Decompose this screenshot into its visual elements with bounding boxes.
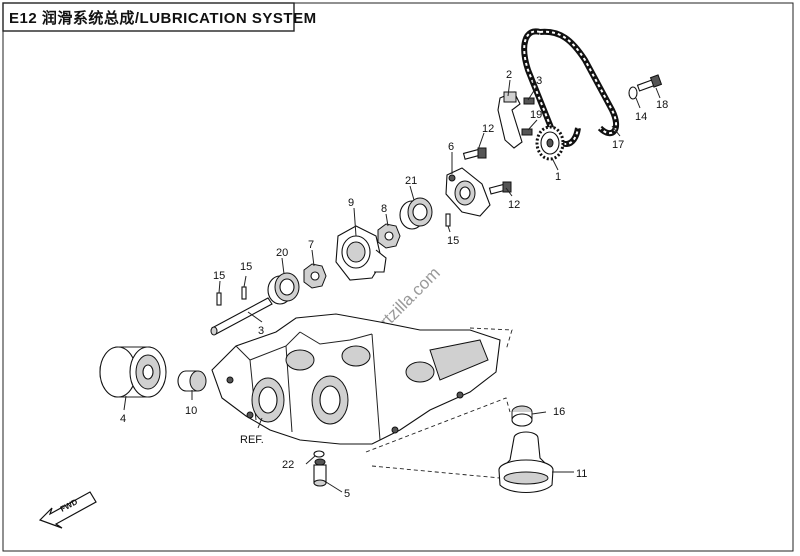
page-border bbox=[2, 2, 794, 552]
part-chain bbox=[521, 28, 620, 147]
part-rotor-21 bbox=[399, 197, 433, 230]
callout-20: 20 bbox=[276, 247, 288, 259]
callout-3: 3 bbox=[258, 325, 264, 337]
leader-case-top bbox=[469, 327, 513, 351]
part-oring-22 bbox=[313, 450, 325, 458]
part-oil-filter-4 bbox=[99, 346, 167, 398]
part-rotor-20 bbox=[267, 272, 300, 305]
callout-9: 9 bbox=[348, 197, 354, 209]
callout-16: 16 bbox=[553, 406, 565, 418]
callout-15-right: 15 bbox=[240, 261, 252, 273]
part-bolt-12b bbox=[488, 181, 512, 195]
leader-strainer-top bbox=[365, 397, 511, 453]
part-strainer-11 bbox=[498, 431, 554, 494]
callout-19: 19 bbox=[530, 109, 542, 121]
part-sprocket-1 bbox=[535, 125, 565, 161]
part-shaft-3 bbox=[210, 297, 273, 336]
part-dowel-15c bbox=[241, 286, 247, 300]
part-rotor-8 bbox=[377, 223, 401, 249]
callout-14: 14 bbox=[635, 111, 647, 123]
callout-22: 22 bbox=[282, 459, 294, 471]
callout-8: 8 bbox=[381, 203, 387, 215]
callout-1: 1 bbox=[555, 171, 561, 183]
callout-15-mid: 15 bbox=[447, 235, 459, 247]
part-bolt-19 bbox=[521, 128, 533, 136]
fwd-arrow-icon: FWD bbox=[38, 491, 97, 529]
part-bolt-12a bbox=[462, 147, 487, 160]
callouts: 2 13 19 12 6 12 21 8 9 15 7 20 15 15 3 4… bbox=[120, 69, 668, 500]
callout-4: 4 bbox=[120, 413, 126, 425]
callout-12-top: 12 bbox=[482, 123, 494, 135]
part-dowel-15a bbox=[445, 213, 451, 227]
callout-15-left: 15 bbox=[213, 270, 225, 282]
callout-5: 5 bbox=[344, 488, 350, 500]
part-valve-5 bbox=[313, 458, 327, 487]
part-bolt-18 bbox=[636, 74, 663, 92]
part-crankcase-ref bbox=[211, 313, 501, 445]
callout-17: 17 bbox=[612, 139, 624, 151]
part-rotor-7 bbox=[303, 263, 327, 289]
callout-13: 13 bbox=[530, 75, 542, 87]
callout-11: 11 bbox=[576, 468, 587, 480]
callout-18: 18 bbox=[656, 99, 668, 111]
part-fitting-10 bbox=[177, 370, 207, 392]
part-dowel-15b bbox=[216, 292, 222, 306]
callout-ref: REF. bbox=[240, 434, 264, 446]
leader-lines bbox=[123, 79, 661, 493]
callout-2: 2 bbox=[506, 69, 512, 81]
callout-12-lower: 12 bbox=[508, 199, 520, 211]
callout-7: 7 bbox=[308, 239, 314, 251]
part-guide-2 bbox=[497, 91, 523, 149]
diagram-title: E12 润滑系统总成/LUBRICATION SYSTEM bbox=[9, 9, 317, 27]
leader-strainer-bottom bbox=[371, 465, 501, 479]
callout-6: 6 bbox=[448, 141, 454, 153]
callout-10: 10 bbox=[185, 405, 197, 417]
part-pump-cover-6 bbox=[445, 167, 491, 217]
part-washer-14 bbox=[628, 86, 638, 100]
title-box bbox=[2, 2, 295, 32]
callout-21: 21 bbox=[405, 175, 417, 187]
part-seal-16 bbox=[511, 405, 533, 427]
